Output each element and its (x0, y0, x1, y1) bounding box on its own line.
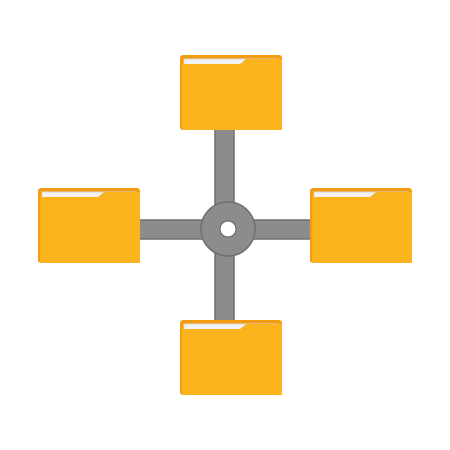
folder-front (40, 192, 140, 263)
folder-icon (180, 55, 282, 130)
folder-front (182, 324, 282, 395)
folder-front (182, 59, 282, 130)
folder-icon (38, 188, 140, 263)
folder-icon (180, 320, 282, 395)
network-hub-icon (200, 201, 256, 257)
folder-icon (310, 188, 412, 263)
hub-hole (219, 220, 237, 238)
folder-front (312, 192, 412, 263)
